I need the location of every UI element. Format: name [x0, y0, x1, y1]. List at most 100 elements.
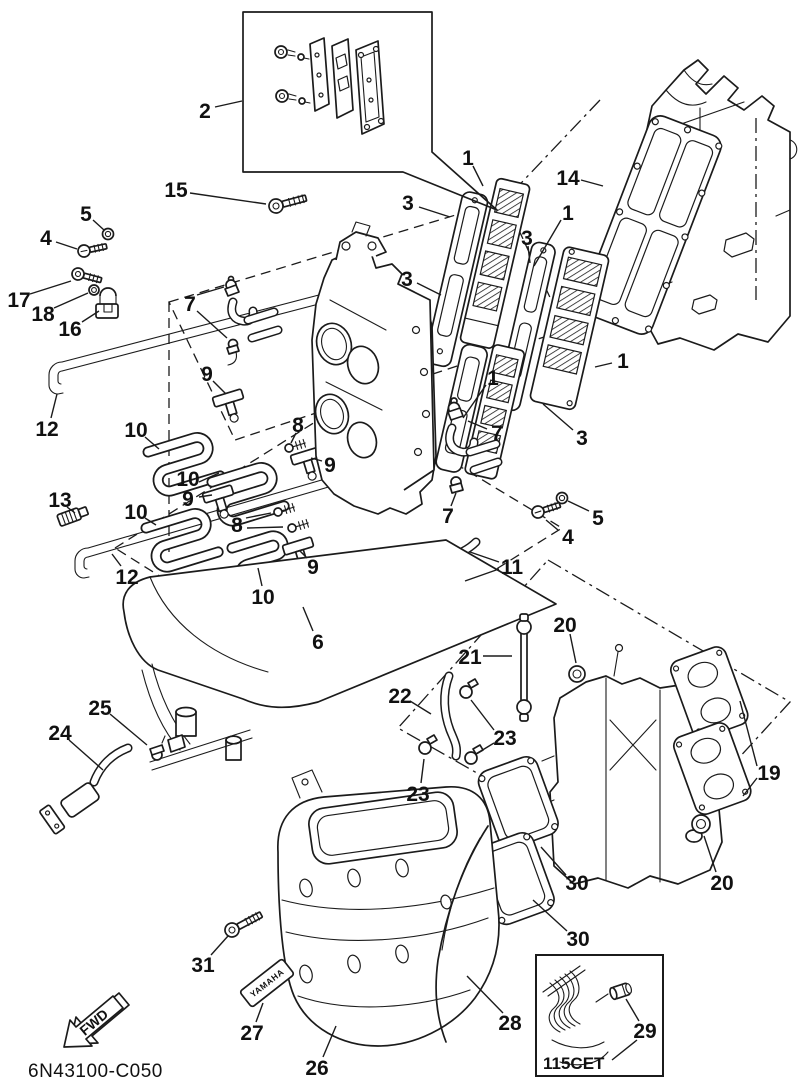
- leader-line-part-5: [567, 500, 590, 512]
- part-callout-1-10: 1: [562, 202, 574, 225]
- artwork-line: [568, 665, 586, 683]
- leader-line-part-7: [196, 286, 225, 296]
- artwork-line: [698, 189, 706, 197]
- leader-line-part-12: [111, 553, 122, 567]
- part-callout-7-29: 7: [491, 422, 503, 445]
- part-callout-9-20: 9: [182, 488, 194, 511]
- artwork-line: [316, 72, 322, 78]
- artwork-line: [613, 651, 619, 677]
- leader-line-part-30: [540, 846, 567, 876]
- artwork-line: [472, 281, 503, 312]
- clamp-25: [149, 735, 166, 761]
- artwork-line: [551, 822, 559, 831]
- bolt-31: [224, 911, 264, 938]
- leader-line-part-17: [29, 280, 72, 295]
- part-callout-20-51: 20: [710, 872, 733, 895]
- leader-line-part-11: [464, 568, 500, 582]
- leader-line-part-16: [81, 310, 100, 323]
- artwork-line: [436, 348, 443, 355]
- artwork-line: [149, 729, 253, 771]
- artwork-line: [421, 409, 431, 419]
- artwork-line: [555, 491, 569, 505]
- artwork-line: [61, 289, 339, 372]
- part-callout-21-37: 21: [458, 646, 482, 669]
- artwork-line: [435, 825, 489, 1043]
- hose-10a: [142, 432, 226, 497]
- artwork-line: [716, 649, 723, 656]
- artwork-line: [95, 303, 119, 319]
- artwork-line: [535, 954, 664, 1077]
- artwork-line: [397, 283, 435, 491]
- artwork-line: [479, 250, 510, 281]
- leader-line-part-19: [742, 777, 758, 797]
- artwork-line: [493, 187, 525, 219]
- clamp-16: [95, 287, 119, 319]
- artwork-line: [659, 140, 714, 228]
- artwork-line: [485, 379, 513, 404]
- artwork-line: [566, 400, 573, 407]
- artwork-line: [516, 619, 532, 635]
- hose-22: [440, 671, 461, 761]
- artwork-line: [242, 11, 498, 211]
- artwork-line: [551, 1039, 609, 1066]
- artwork-line: [281, 887, 495, 1008]
- part-callout-1-26: 1: [617, 350, 629, 373]
- artwork-line: [627, 127, 682, 216]
- artwork-line: [244, 912, 261, 927]
- artwork-line: [377, 117, 385, 125]
- artwork-line: [491, 354, 519, 379]
- artwork-line: [547, 898, 555, 907]
- artwork-line: [542, 965, 586, 997]
- artwork-line: [672, 665, 680, 672]
- part-callout-7-30: 7: [442, 505, 454, 528]
- artwork-line: [595, 993, 609, 1003]
- leader-line-part-11: [469, 551, 500, 563]
- artwork-line: [99, 295, 117, 305]
- hose-10b: [206, 462, 290, 527]
- leader-line-part-29: [611, 1039, 638, 1061]
- intake-manifold: [311, 221, 437, 515]
- leader-line-part-29: [625, 998, 640, 1022]
- part-callout-23-40: 23: [406, 783, 429, 806]
- part-callout-9-18: 9: [324, 454, 336, 477]
- artwork-line: [325, 299, 387, 411]
- part-callout-31-44: 31: [191, 954, 215, 977]
- artwork-line: [347, 868, 361, 888]
- artwork-line: [441, 837, 481, 951]
- part-callout-28-47: 28: [498, 1012, 522, 1035]
- mount-bracket: [141, 663, 253, 771]
- model-inset-box: 115CET: [535, 954, 664, 1077]
- artwork-line: [395, 944, 409, 964]
- artwork-line: [447, 407, 464, 421]
- leader-line-part-9: [198, 494, 213, 498]
- leader-line-part-14: [580, 179, 604, 187]
- cowling-edge-28: [435, 825, 489, 1043]
- artwork-line: [703, 773, 735, 800]
- artwork-line: [449, 482, 464, 494]
- part-callout-10-16: 10: [124, 419, 147, 442]
- artwork-line: [44, 810, 51, 816]
- artwork-line: [611, 316, 619, 325]
- leader-line-part-4: [55, 241, 78, 250]
- screw-4a: [77, 243, 108, 258]
- artwork-line: [553, 979, 566, 1031]
- tee-fitting-9a: [211, 388, 245, 423]
- plug-29: [609, 982, 633, 1001]
- leader-line-part-25: [109, 713, 148, 746]
- artwork-line: [562, 256, 603, 287]
- leader-line-part-10: [257, 567, 263, 587]
- leader-line-part-9: [310, 457, 323, 462]
- artwork-line: [308, 791, 458, 865]
- artwork-line: [366, 77, 372, 83]
- artwork-line: [467, 678, 479, 689]
- fitting-7-upper: [224, 275, 283, 366]
- leader-line-part-1: [472, 165, 484, 187]
- part-callout-3-27: 3: [576, 427, 588, 450]
- artwork-line: [224, 284, 240, 297]
- artwork-line: [144, 433, 224, 495]
- leader-line-part-3: [416, 282, 442, 296]
- leader-line-part-6: [302, 606, 314, 632]
- part-callout-3-12: 3: [401, 268, 413, 291]
- artwork-line: [304, 101, 311, 104]
